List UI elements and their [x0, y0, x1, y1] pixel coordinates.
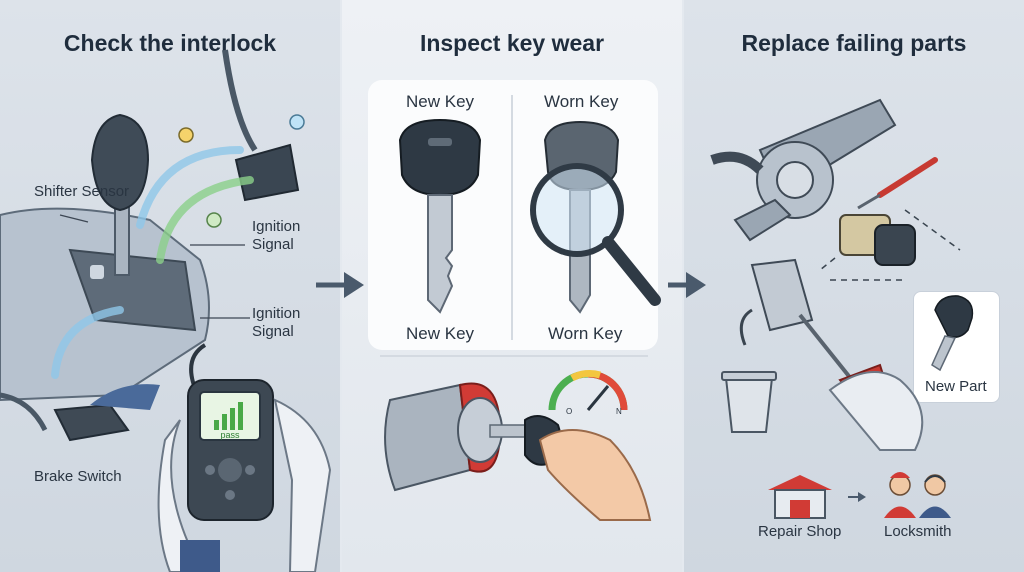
- pedal-arm: [222, 49, 258, 152]
- arrow-icon: [344, 272, 364, 298]
- gauge-arc: [548, 370, 628, 411]
- repair-shop-icon: [768, 475, 832, 490]
- shifter-knob: [90, 113, 150, 212]
- gauge-arc: [570, 369, 602, 382]
- key-blade: [931, 335, 957, 372]
- repair-shop-door: [790, 500, 810, 518]
- repair-shop-label: Repair Shop: [758, 523, 842, 540]
- new-key-label: New Key: [406, 92, 475, 111]
- scanner-status: pass: [220, 430, 240, 440]
- signal-bar: [230, 408, 235, 430]
- scanner-button: [225, 490, 235, 500]
- scanner-button: [205, 465, 215, 475]
- ignition-hole: [776, 161, 814, 199]
- key-slot: [428, 138, 452, 146]
- cap-icon: [890, 472, 910, 478]
- worn-key-label: Worn Key: [548, 324, 623, 343]
- column-bracket: [733, 198, 792, 242]
- magnifier-icon: [530, 163, 624, 257]
- brake-switch-label: Brake Switch: [34, 468, 122, 485]
- lock-cylinder: [750, 258, 814, 332]
- shoe-icon: [53, 403, 130, 442]
- dashed-arrow: [904, 209, 961, 251]
- gauge-label: N: [616, 407, 622, 416]
- hand: [538, 429, 652, 521]
- new-part-label: New Part: [925, 378, 987, 395]
- signal-arrow: [51, 306, 124, 379]
- lightbulb-icon: [206, 212, 222, 228]
- gauge-needle: [586, 385, 610, 411]
- gloved-hand: [157, 419, 202, 572]
- headset-icon: [924, 475, 946, 483]
- signal-arrow: [156, 176, 254, 264]
- arrow-icon: [686, 272, 706, 298]
- magnifier-handle: [602, 236, 661, 306]
- ignition-switch-plug: [874, 224, 916, 266]
- key-head: [934, 295, 974, 338]
- key-head: [398, 118, 482, 197]
- screwdriver-shaft: [857, 193, 881, 210]
- locksmith-label: Locksmith: [884, 523, 952, 540]
- arrow-down: [739, 308, 753, 346]
- leader-line: [59, 214, 89, 223]
- column-bracket: [710, 151, 764, 174]
- trash-can-icon: [724, 377, 774, 433]
- screwdriver-icon: [877, 157, 938, 198]
- leg: [90, 384, 160, 410]
- scanner-dpad: [218, 458, 242, 482]
- signal-arrow: [136, 146, 244, 229]
- shifter-sensor-label: Shifter Sensor: [34, 183, 130, 200]
- lightbulb-icon: [178, 127, 194, 143]
- gloved-hand: [828, 371, 924, 451]
- key-blade: [427, 194, 454, 314]
- dashed-arrow: [819, 257, 836, 271]
- brake-pedal: [234, 143, 300, 202]
- ignition-signal-label: Ignition Signal: [252, 305, 301, 340]
- brake-arm: [0, 392, 48, 432]
- gauge-label: O: [566, 407, 572, 416]
- gloved-hand: [273, 398, 332, 572]
- scanner-button: [245, 465, 255, 475]
- arrow-icon: [858, 492, 866, 502]
- sleeve: [180, 540, 220, 572]
- signal-bar: [214, 420, 219, 430]
- person-body: [884, 506, 916, 518]
- panel-title: Inspect key wear: [419, 30, 605, 56]
- trash-lid: [721, 371, 777, 381]
- panel-title: Replace failing parts: [741, 30, 967, 56]
- worn-key-label: Worn Key: [544, 92, 619, 111]
- panel-replace-parts: Replace failing parts: [684, 0, 1024, 572]
- new-key-label: New Key: [406, 324, 475, 343]
- signal-bar: [238, 402, 243, 430]
- lock-cylinder: [384, 383, 472, 492]
- lightbulb-icon: [289, 114, 305, 130]
- panel-title: Check the interlock: [63, 30, 277, 56]
- person-body: [919, 506, 951, 518]
- park-indicator: [90, 265, 104, 279]
- ignition-signal-label: Ignition Signal: [252, 218, 301, 253]
- new-part-card: [913, 291, 1000, 403]
- signal-bar: [222, 414, 227, 430]
